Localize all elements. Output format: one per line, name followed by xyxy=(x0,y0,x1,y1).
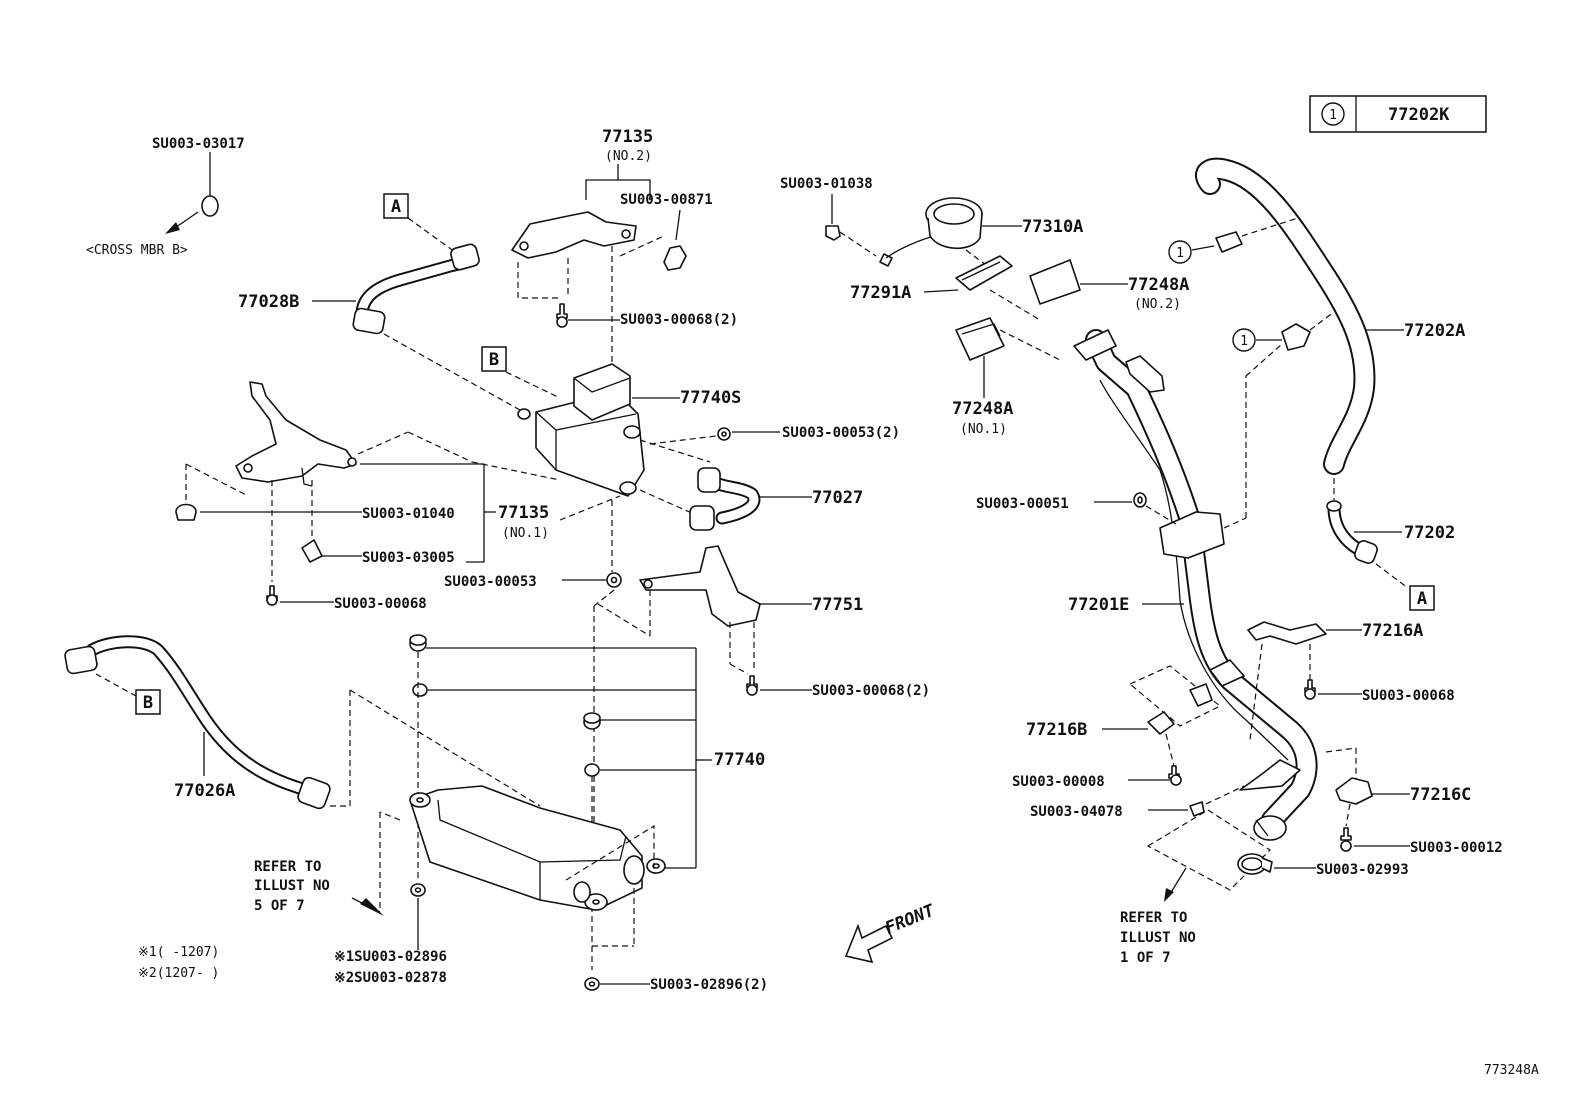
label-su003-00068-right: SU003-00068 xyxy=(1362,688,1455,704)
svg-text:1: 1 xyxy=(1176,246,1184,261)
label-su003-00053: SU003-00053 xyxy=(444,574,537,590)
label-77751: 77751 xyxy=(812,595,863,615)
label-su003-00051: SU003-00051 xyxy=(976,496,1069,512)
label-su003-00053-2: SU003-00053(2) xyxy=(782,425,900,441)
label-no2b: (NO.2) xyxy=(1134,297,1181,312)
nut-su003-00053-2: SU003-00053(2) xyxy=(649,425,900,445)
label-su003-02878: ※2SU003-02878 xyxy=(334,970,447,986)
refer-line-2: ILLUST NO xyxy=(254,878,330,894)
grommet-su003-03017 xyxy=(201,195,219,217)
label-su003-02896-2: SU003-02896(2) xyxy=(650,977,768,993)
svg-text:A: A xyxy=(391,197,401,217)
label-no1: (NO.1) xyxy=(502,526,549,541)
label-77740s: 77740S xyxy=(680,388,741,408)
label-77027: 77027 xyxy=(812,488,863,508)
label-77216b: 77216B xyxy=(1026,720,1087,740)
refer-note-left: REFER TO ILLUST NO 5 OF 7 xyxy=(254,859,330,914)
refer2-line-2: ILLUST NO xyxy=(1120,930,1196,946)
clamp-77202k-upper: 1 xyxy=(1168,217,1299,264)
label-su003-03017: SU003-03017 xyxy=(152,136,245,152)
label-77028b: 77028B xyxy=(238,292,299,312)
nut-su003-00051: SU003-00051 xyxy=(976,492,1177,525)
label-su003-00871: SU003-00871 xyxy=(620,192,713,208)
canister-77740: 77740 SU003-02896(2) xyxy=(351,634,768,993)
label-su003-03005: SU003-03005 xyxy=(362,550,455,566)
hose-77202a: 77202A xyxy=(1195,157,1465,500)
refer2-line-1: REFER TO xyxy=(1120,910,1187,926)
bracket-77216b: 77216B SU003-00008 SU003-04078 xyxy=(1012,665,1301,820)
hose-77028b: 77028B xyxy=(238,243,521,411)
label-77202a: 77202A xyxy=(1404,321,1465,341)
bracket-77216a: 77216A SU003-00068 xyxy=(1247,621,1455,741)
label-77135-no2: 77135 xyxy=(602,127,653,147)
label-su003-02896: ※1SU003-02896 xyxy=(334,949,447,965)
hose-77026a: B 77026A xyxy=(64,635,541,810)
notes: ※1( -1207) ※2(1207- ) ※1SU003-02896 ※2SU… xyxy=(138,945,447,986)
clamp-77202k-lower: 1 xyxy=(1232,311,1335,352)
label-cross-mbr-b: <CROSS MBR B> xyxy=(86,243,188,258)
legend-part-number: 77202K xyxy=(1388,105,1450,125)
label-su003-00008: SU003-00008 xyxy=(1012,774,1105,790)
label-su003-01040: SU003-01040 xyxy=(362,506,455,522)
refer-line-1: REFER TO xyxy=(254,859,321,875)
label-77135-no1: 77135 xyxy=(498,503,549,523)
legend-circle-mark: 1 xyxy=(1329,108,1337,123)
hose-77027: 77027 xyxy=(689,467,863,531)
hose-77202: 77202 A xyxy=(1326,500,1455,611)
svg-text:B: B xyxy=(489,350,499,370)
note-2: ※2(1207- ) xyxy=(138,966,219,981)
fuel-cap-group: SU003-01038 77310A 77291A 77248A (NO.2) … xyxy=(780,176,1189,437)
clip-su003-00871 xyxy=(663,245,687,271)
label-77740: 77740 xyxy=(714,750,765,770)
label-su003-00068-2-top: SU003-00068(2) xyxy=(620,312,738,328)
label-su003-04078: SU003-04078 xyxy=(1030,804,1123,820)
svg-text:1: 1 xyxy=(1240,334,1248,349)
label-77202: 77202 xyxy=(1404,523,1455,543)
callout-a-right: A xyxy=(1417,589,1427,609)
label-77291a: 77291A xyxy=(850,283,911,303)
label-no1b: (NO.1) xyxy=(960,422,1007,437)
label-77216c: 77216C xyxy=(1410,785,1471,805)
legend-box: 1 77202K xyxy=(1309,95,1487,133)
nut-su003-00053: SU003-00053 xyxy=(444,572,622,840)
label-front: FRONT xyxy=(882,901,938,939)
label-77248a-no1: 77248A xyxy=(952,399,1013,419)
label-su003-00068-left: SU003-00068 xyxy=(334,596,427,612)
label-77248a-no2: 77248A xyxy=(1128,275,1189,295)
refer-note-right: REFER TO ILLUST NO 1 OF 7 xyxy=(1120,809,1271,966)
clip-su003-03005 xyxy=(301,539,323,563)
bracket-77751: 77751 SU003-00068(2) xyxy=(597,545,930,699)
note-1: ※1( -1207) xyxy=(138,945,219,960)
label-su003-00012: SU003-00012 xyxy=(1410,840,1503,856)
label-77216a: 77216A xyxy=(1362,621,1423,641)
vsv-77740s: 77740S xyxy=(517,363,741,572)
refer2-line-3: 1 OF 7 xyxy=(1120,950,1171,966)
bracket-77135-no1: SU003-01040 77135 (NO.1) SU003-03005 SU0… xyxy=(175,381,621,612)
bracket-77135-no2: 77135 (NO.2) SU003-00871 SU003-00068(2) xyxy=(511,127,738,392)
label-no2: (NO.2) xyxy=(605,149,652,164)
filler-pipe-77201e: 77201E xyxy=(1068,329,1318,841)
label-77026a: 77026A xyxy=(174,781,235,801)
bracket-77216c: 77216C SU003-00012 xyxy=(1325,747,1503,856)
diagram-id: 773248A xyxy=(1484,1063,1539,1078)
clamp-su003-02993: SU003-02993 xyxy=(1237,853,1409,878)
label-77201e: 77201E xyxy=(1068,595,1129,615)
refer-line-3: 5 OF 7 xyxy=(254,898,305,914)
callout-b-left: B xyxy=(143,693,153,713)
callout-b-top: B xyxy=(481,346,561,399)
su003-03017-group: SU003-03017 <CROSS MBR B> xyxy=(86,136,245,258)
label-su003-02993: SU003-02993 xyxy=(1316,862,1409,878)
label-su003-01038: SU003-01038 xyxy=(780,176,873,192)
label-77310a: 77310A xyxy=(1022,217,1083,237)
callout-a-left: A xyxy=(383,193,456,253)
label-su003-00068-2-mid: SU003-00068(2) xyxy=(812,683,930,699)
front-arrow: FRONT xyxy=(844,901,938,964)
